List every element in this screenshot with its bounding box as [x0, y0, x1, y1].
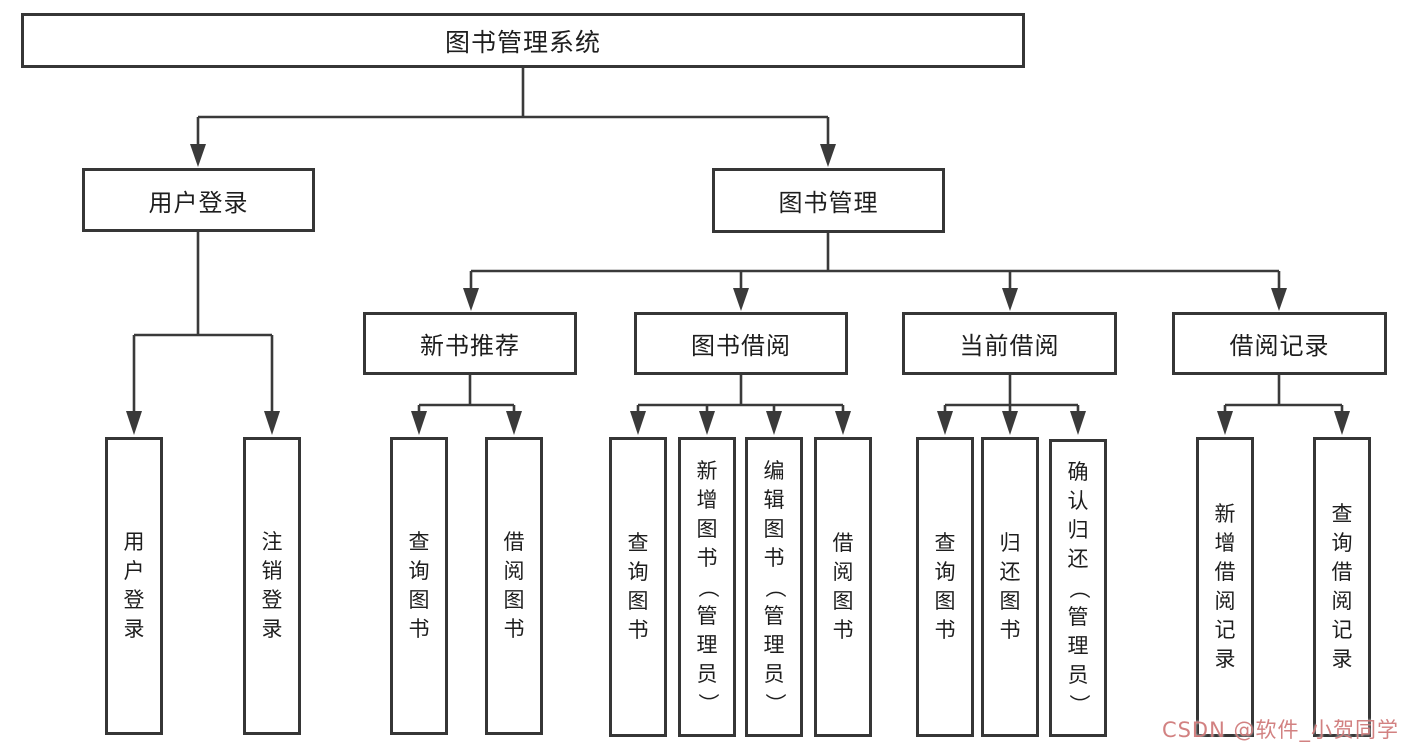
node-new-book-recommend: 新书推荐	[363, 312, 577, 375]
node-leaf-borrow-books-2-label: 借阅图书	[832, 531, 854, 642]
node-leaf-user-login-label: 用户登录	[123, 530, 145, 641]
node-leaf-query-books-1-label: 查询图书	[408, 530, 430, 641]
node-leaf-query-books-2-label: 查询图书	[627, 531, 649, 642]
node-leaf-query-borrow-record: 查询借阅记录	[1313, 437, 1371, 737]
node-borrow-records-label: 借阅记录	[1229, 332, 1330, 360]
node-current-borrow: 当前借阅	[902, 312, 1117, 375]
node-leaf-logout: 注销登录	[243, 437, 301, 735]
node-leaf-query-books-3: 查询图书	[916, 437, 974, 737]
arrowhead-icons	[126, 144, 1350, 435]
node-leaf-add-borrow-record-label: 新增借阅记录	[1214, 502, 1236, 671]
node-leaf-confirm-return-label: 确认归还（管理员）	[1066, 459, 1091, 715]
node-leaf-query-books-3-label: 查询图书	[934, 531, 956, 642]
node-leaf-edit-book-label: 编辑图书（管理员）	[762, 458, 787, 714]
node-leaf-logout-label: 注销登录	[261, 530, 283, 641]
node-root-label: 图书管理系统	[444, 27, 601, 57]
node-leaf-return-book-label: 归还图书	[999, 531, 1021, 642]
node-user-login-label: 用户登录	[148, 188, 249, 217]
watermark: CSDN @软件_小贺同学	[1161, 718, 1399, 742]
node-leaf-return-book: 归还图书	[981, 437, 1039, 737]
node-leaf-add-book-label: 新增图书（管理员）	[695, 458, 720, 714]
node-leaf-confirm-return: 确认归还（管理员）	[1049, 439, 1107, 737]
node-book-borrow-label: 图书借阅	[691, 332, 791, 360]
node-book-management: 图书管理	[712, 168, 945, 233]
node-leaf-borrow-books-2: 借阅图书	[814, 437, 872, 737]
node-book-borrow: 图书借阅	[634, 312, 848, 375]
node-book-management-label: 图书管理	[778, 189, 879, 217]
node-leaf-borrow-books-1-label: 借阅图书	[503, 530, 525, 641]
node-current-borrow-label: 当前借阅	[959, 332, 1060, 360]
node-leaf-query-books-1: 查询图书	[390, 437, 448, 735]
node-leaf-query-books-2: 查询图书	[609, 437, 667, 737]
node-user-login: 用户登录	[82, 168, 315, 232]
node-leaf-edit-book: 编辑图书（管理员）	[745, 437, 803, 737]
node-new-book-recommend-label: 新书推荐	[420, 332, 520, 360]
node-leaf-add-book: 新增图书（管理员）	[678, 437, 736, 737]
node-leaf-add-borrow-record: 新增借阅记录	[1196, 437, 1254, 737]
node-borrow-records: 借阅记录	[1172, 312, 1387, 375]
node-leaf-borrow-books-1: 借阅图书	[485, 437, 543, 735]
node-leaf-user-login: 用户登录	[105, 437, 163, 735]
node-root: 图书管理系统	[21, 13, 1025, 68]
node-leaf-query-borrow-record-label: 查询借阅记录	[1331, 502, 1353, 671]
